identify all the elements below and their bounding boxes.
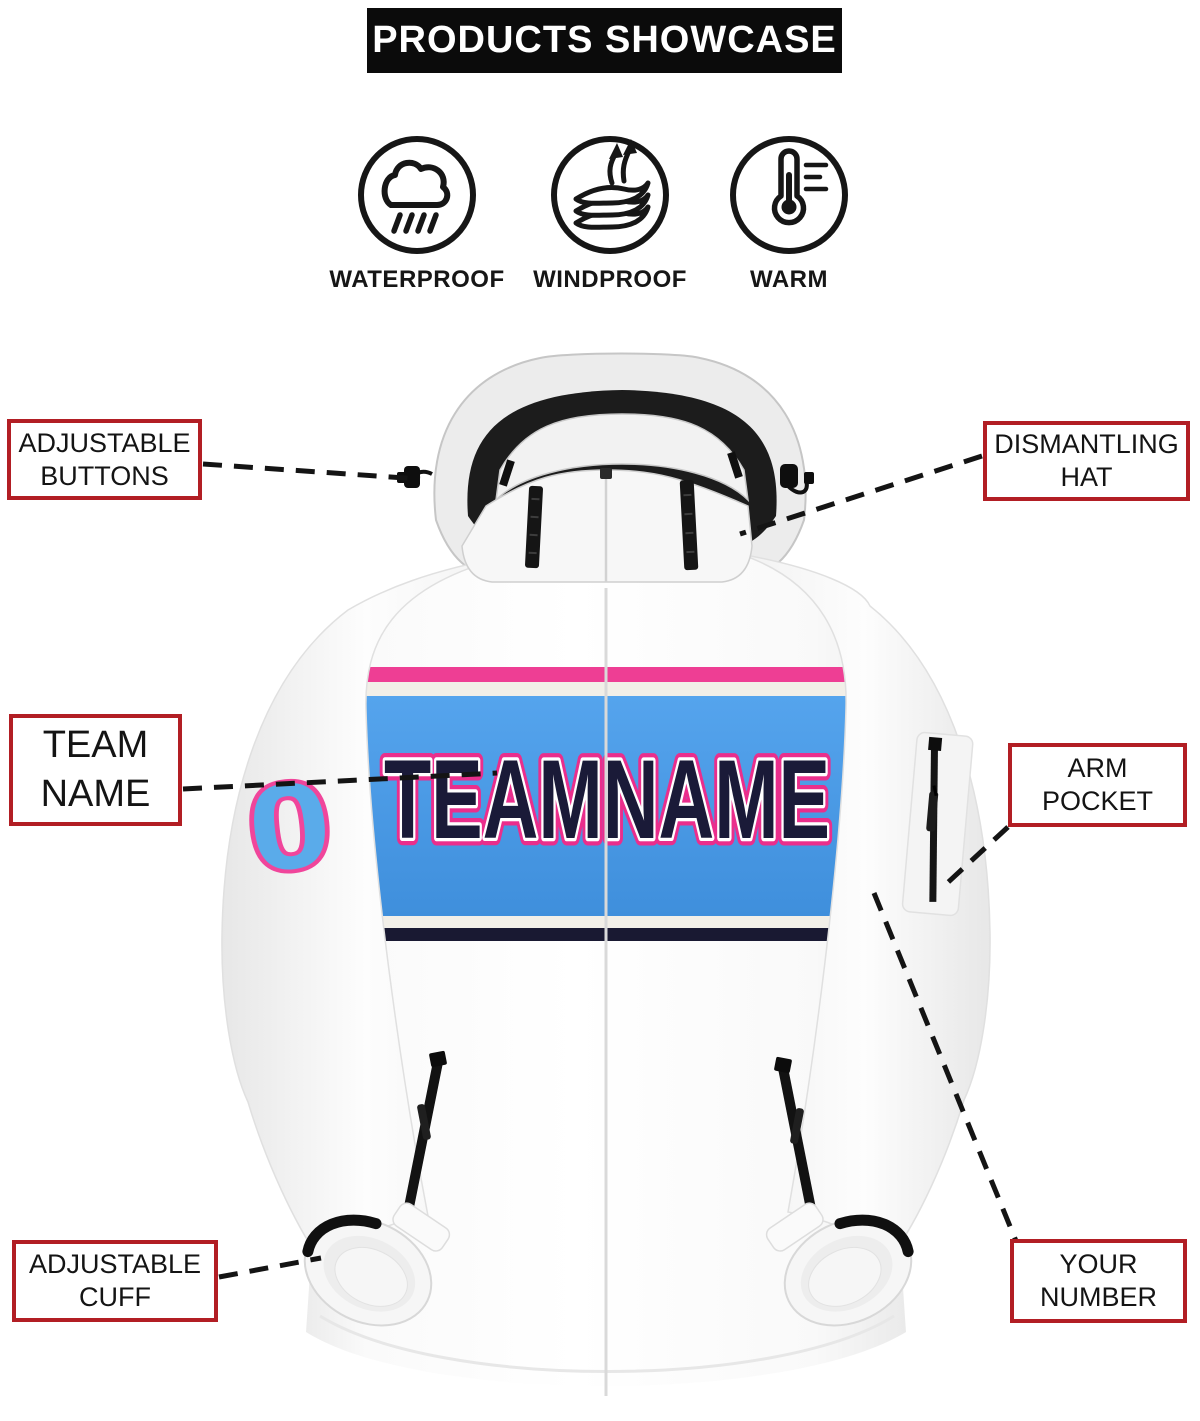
callout-team-name: TEAM NAME bbox=[9, 714, 182, 826]
collar-back bbox=[494, 413, 750, 503]
feature-warm: WARM bbox=[679, 132, 899, 294]
callout-dismantling-hat: DISMANTLING HAT bbox=[983, 421, 1190, 501]
feature-windproof: WINDPROOF bbox=[500, 132, 720, 294]
page-title: PRODUCTS SHOWCASE bbox=[372, 19, 837, 61]
callout-label: ADJUSTABLE BUTTONS bbox=[18, 427, 191, 491]
pocket-zipper-left bbox=[403, 1050, 447, 1213]
leader-adjustable-cuff bbox=[218, 1255, 322, 1280]
callout-label: ADJUSTABLE CUFF bbox=[28, 1249, 202, 1312]
callout-your-number: YOUR NUMBER bbox=[1010, 1239, 1187, 1323]
waterproof-icon bbox=[358, 136, 476, 254]
windproof-icon bbox=[551, 136, 669, 254]
callout-label: ARM POCKET bbox=[1041, 753, 1154, 816]
warm-icon bbox=[730, 136, 848, 254]
feature-label: WINDPROOF bbox=[533, 266, 687, 293]
sleeve-number: 0 bbox=[242, 754, 338, 898]
sleeve-left bbox=[221, 555, 511, 1262]
callout-adjustable-buttons: ADJUSTABLE BUTTONS bbox=[7, 419, 202, 500]
feature-label: WATERPROOF bbox=[329, 266, 505, 293]
callout-label: TEAM NAME bbox=[40, 723, 151, 815]
callout-label: YOUR NUMBER bbox=[1039, 1249, 1157, 1312]
collar-snap-strip-right bbox=[679, 479, 699, 571]
leader-dismantling-hat bbox=[739, 453, 983, 537]
sleeve-right bbox=[739, 553, 991, 1258]
arm-pocket-zipper bbox=[901, 731, 974, 917]
callout-label: DISMANTLING HAT bbox=[994, 429, 1179, 492]
leader-adjustable-buttons bbox=[202, 461, 421, 482]
leader-team-name bbox=[182, 770, 498, 792]
leader-arm-pocket bbox=[942, 825, 1010, 888]
callout-adjustable-cuff: ADJUSTABLE CUFF bbox=[12, 1240, 218, 1322]
callout-arm-pocket: ARM POCKET bbox=[1008, 743, 1187, 827]
collar bbox=[461, 468, 753, 583]
leader-your-number bbox=[871, 892, 1019, 1242]
page-title-bar: PRODUCTS SHOWCASE bbox=[367, 8, 842, 73]
feature-waterproof: WATERPROOF bbox=[307, 132, 527, 294]
pocket-zipper-right bbox=[774, 1056, 817, 1215]
cuff-right bbox=[765, 1202, 914, 1327]
collar-snap-strip-left bbox=[525, 485, 543, 569]
hood-edge-button-left bbox=[499, 459, 515, 487]
hood-edge-button-right bbox=[727, 451, 743, 479]
feature-label: WARM bbox=[750, 266, 828, 293]
cuff-left bbox=[302, 1202, 451, 1327]
callout-leader-lines bbox=[182, 453, 1019, 1280]
drawstring-toggle-right bbox=[780, 464, 814, 495]
